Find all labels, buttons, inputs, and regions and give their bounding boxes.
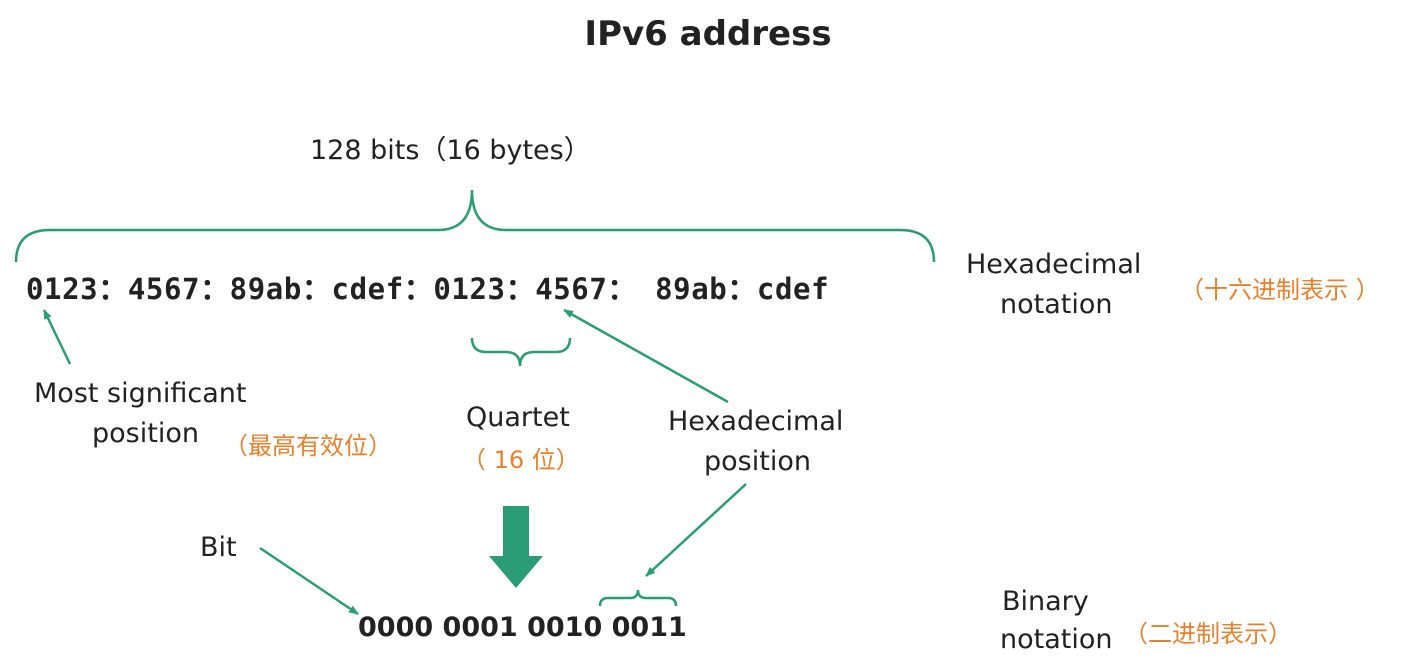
hex-notation-line1: Hexadecimal (966, 249, 1142, 280)
down-arrow-icon (489, 506, 543, 588)
diagram-title: IPv6 address (584, 14, 832, 54)
binary-value: 0000 0001 0010 0011 (358, 612, 687, 643)
binary-brace (598, 589, 678, 607)
hex-address: 0123：4567：89ab：cdef：0123：4567： 89ab：cdef (26, 272, 830, 306)
hex-position-arrow-down (645, 483, 747, 577)
binary-notation-line1: Binary (1002, 586, 1089, 617)
bits-label: 128 bits（16 bytes） (310, 135, 591, 166)
hex-position-line1: Hexadecimal (668, 406, 844, 437)
bit-label: Bit (200, 532, 237, 563)
msp-line2: position (92, 418, 199, 449)
hex-position-arrow-up (563, 308, 729, 404)
hex-notation-cn: （十六进制表示 ） (1180, 276, 1380, 304)
binary-notation-cn: （二进制表示） (1124, 620, 1292, 648)
binary-notation-line2: notation (1000, 624, 1113, 655)
quartet-cn: （ 16 位） (462, 446, 580, 474)
quartet-brace (470, 337, 572, 367)
top-brace (14, 189, 936, 263)
hex-notation-line2: notation (1000, 289, 1113, 320)
hex-position-line2: position (704, 446, 811, 477)
msp-arrow (42, 309, 72, 365)
msp-line1: Most significant (34, 378, 247, 409)
msp-cn: （最高有效位） (224, 432, 392, 460)
bit-arrow (259, 546, 359, 616)
quartet-label: Quartet (466, 402, 570, 433)
